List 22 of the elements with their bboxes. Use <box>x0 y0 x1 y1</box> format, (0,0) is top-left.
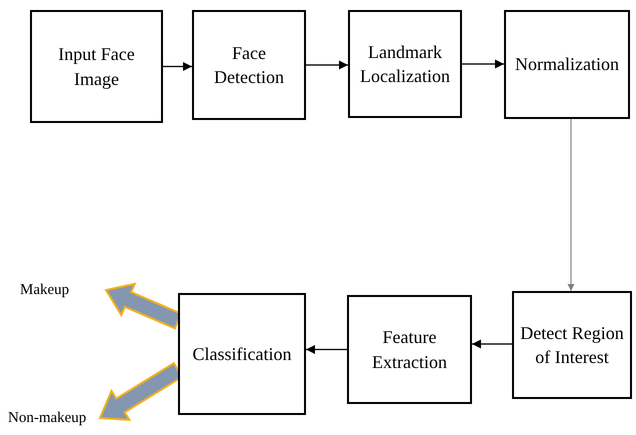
arrow <box>306 344 347 354</box>
process-box <box>348 10 462 118</box>
process-box <box>178 293 306 415</box>
process-box <box>192 10 306 120</box>
box-label: Input Face Image <box>57 43 136 91</box>
box-label: Feature Extraction <box>371 326 448 374</box>
box-label: Normalization <box>514 53 620 76</box>
arrow <box>568 118 574 292</box>
process-box <box>512 291 632 399</box>
box-label: Classification <box>192 342 292 366</box>
box-label: Landmark Localization <box>359 40 451 88</box>
output-label: Non-makeup <box>8 408 86 428</box>
output-label: Makeup <box>20 280 70 300</box>
process-box <box>504 10 630 119</box>
arrow <box>306 60 348 70</box>
arrow <box>472 339 512 349</box>
process-box <box>30 10 163 123</box>
arrow <box>163 62 192 72</box>
box-label: Face Detection <box>213 42 285 89</box>
process-box <box>347 295 472 404</box>
box-label: Detect Region of Interest <box>519 322 625 369</box>
arrow <box>462 59 504 69</box>
